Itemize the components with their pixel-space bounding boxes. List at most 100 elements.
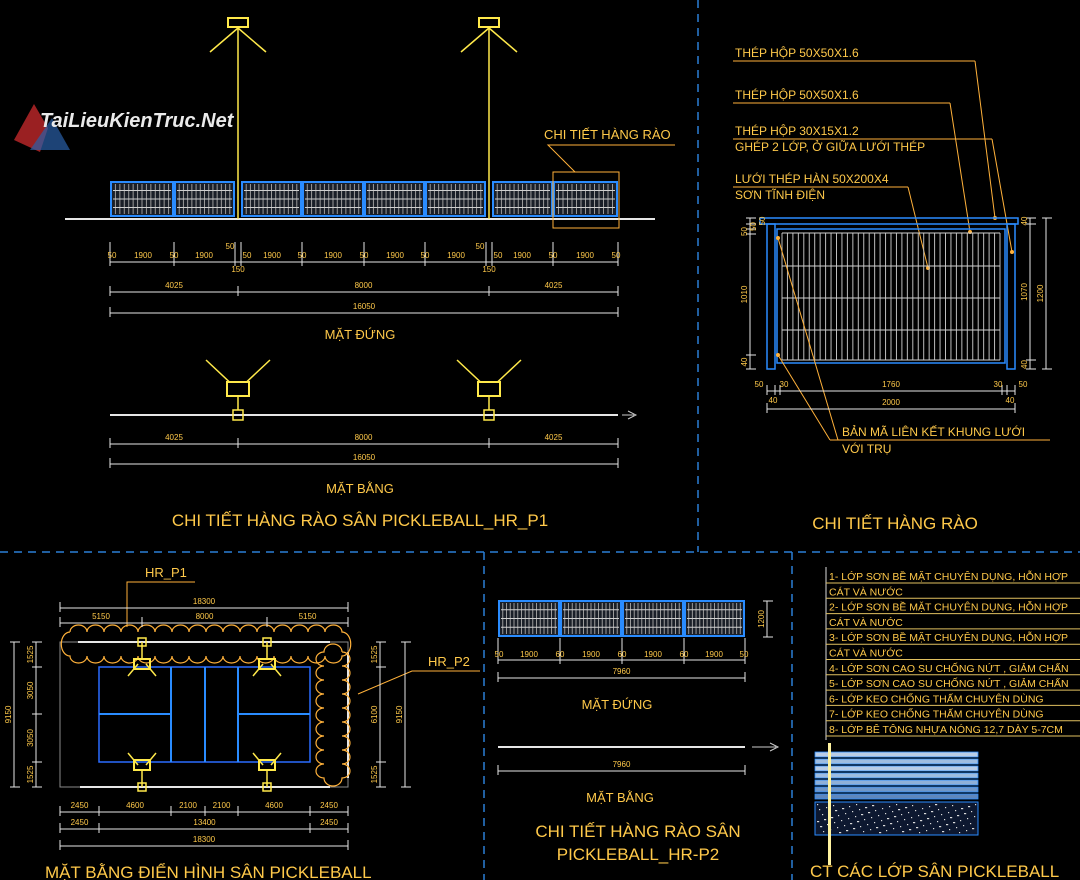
aggregate-dot (862, 814, 864, 816)
layer-item: 1- LỚP SƠN BỀ MẶT CHUYÊN DỤNG, HỖN HỢP (829, 570, 1068, 583)
fence-mesh (177, 184, 232, 214)
lamp-head-icon (478, 17, 500, 28)
fence-mesh (495, 184, 550, 214)
aggregate-dot (971, 811, 973, 813)
aggregate-dot (891, 823, 893, 825)
aggregate-dot (849, 806, 851, 808)
aggregate-dot (852, 811, 854, 813)
fence-mesh (244, 184, 299, 214)
aggregate-dot (947, 824, 949, 826)
welded-mesh (781, 232, 1001, 361)
lamp-plan-icon (252, 752, 282, 792)
aggregate-dot (832, 817, 834, 819)
aggregate-dot (901, 814, 903, 816)
aggregate-dot (881, 820, 883, 822)
aggregate-dot (955, 810, 957, 812)
right-total-dim-label: 9150 (395, 705, 404, 723)
dimension-label: 40 (769, 396, 778, 405)
left-dim-label: 1525 (26, 645, 35, 663)
aggregate-dot (924, 813, 926, 815)
bottom-dim-label: 2450 (320, 818, 338, 827)
aggregate-dot (856, 804, 858, 806)
aggregate-dot (945, 807, 947, 809)
p1-elevation (65, 17, 655, 220)
aggregate-dot (853, 828, 855, 830)
aggregate-dot (935, 804, 937, 806)
bottom-dim-label: 1760 (882, 380, 900, 389)
aggregate-dot (850, 823, 852, 825)
aggregate-dot (928, 818, 930, 820)
fence-mesh (563, 603, 619, 634)
bottom-dim-label: 4600 (126, 801, 144, 810)
left-dim-label: 3050 (26, 729, 35, 747)
layer-band (814, 765, 979, 772)
aggregate-dot (894, 816, 896, 818)
aggregate-dot (960, 820, 962, 822)
dimension-label: 50 (495, 650, 504, 659)
aggregate-dot (959, 832, 961, 834)
aggregate-dot (855, 816, 857, 818)
overall-dim-label: 4025 (545, 281, 563, 290)
aggregate-dot (936, 804, 938, 806)
dimension-label: 50 (170, 251, 179, 260)
aggregate-dot (941, 814, 943, 816)
aggregate-dot (934, 816, 936, 818)
note-label: THÉP HỘP 50X50X1.6 (735, 45, 859, 60)
aggregate-dot (974, 816, 976, 818)
height-dim-label: 1200 (757, 610, 766, 628)
layer-item: 5- LỚP SƠN CAO SU CHỐNG NỨT , GIẢM CHẤN (829, 676, 1069, 690)
aggregate-dot (956, 827, 958, 829)
bottom-total-dim-label: 18300 (193, 835, 216, 844)
lamp-plan-icon (252, 637, 282, 677)
aggregate-dot (970, 823, 972, 825)
aggregate-dot (961, 808, 963, 810)
left-post (766, 223, 776, 370)
lamp-beam (237, 27, 267, 53)
right-dim-label: 6100 (370, 705, 379, 723)
dimension-label: 1900 (195, 251, 213, 260)
aggregate-dot (846, 830, 848, 832)
aggregate-dot (926, 830, 928, 832)
aggregate-dot (966, 830, 968, 832)
aggregate-dot (841, 820, 843, 822)
dimension-label: 50 (421, 251, 430, 260)
aggregate-dot (884, 825, 886, 827)
left-dim-label: 50 (758, 216, 767, 225)
note-label: GHÉP 2 LỚP, Ở GIỮA LƯỚI THÉP (735, 139, 925, 154)
lamp-plan-icon (127, 637, 157, 677)
dimension-label: 1900 (447, 251, 465, 260)
aggregate-dot (847, 830, 849, 832)
aggregate-dot (860, 826, 862, 828)
aggregate-dot (831, 817, 833, 819)
aggregate-dot (838, 815, 840, 817)
aggregate-dot (968, 806, 970, 808)
aggregate-dot (942, 831, 944, 833)
aggregate-dot (869, 812, 871, 814)
aggregate-dot (967, 818, 969, 820)
aggregate-dot (940, 826, 942, 828)
aggregate-dot (845, 813, 847, 815)
aggregate-dot (914, 822, 916, 824)
p2-elevation-label: MẶT ĐỨNG (582, 697, 653, 712)
aggregate-dot (854, 828, 856, 830)
left-dim-label: 1525 (26, 765, 35, 783)
plate-leader (777, 237, 839, 441)
aggregate-dot (833, 805, 835, 807)
post-gap-label: 150 (482, 265, 496, 274)
aggregate-dot (953, 822, 955, 824)
aggregate-dot (962, 808, 964, 810)
top-rail (759, 217, 1019, 225)
bottom-dim-label: 30 (780, 380, 789, 389)
right-dim-label: 40 (1020, 216, 1029, 225)
right-dim-label: 1525 (370, 645, 379, 663)
aggregate-dot (927, 818, 929, 820)
note-label: THÉP HỘP 30X15X1.2 (735, 123, 859, 138)
dimension-label: 1900 (520, 650, 538, 659)
dimension-label: 60 (556, 650, 565, 659)
hr-p2-tag: HR_P2 (428, 654, 470, 669)
aggregate-dot (954, 822, 956, 824)
total-dim-label: 7960 (613, 667, 631, 676)
plate-note: VỚI TRỤ (842, 441, 891, 456)
aggregate-dot (925, 813, 927, 815)
